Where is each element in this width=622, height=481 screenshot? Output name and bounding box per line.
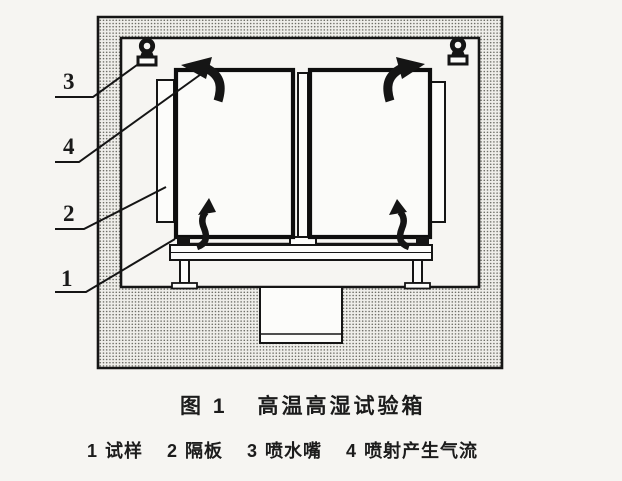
spray-nozzle-right [447, 36, 469, 66]
leader-3 [55, 64, 138, 98]
airflow-arrow-top-right [383, 57, 425, 103]
leader-2 [55, 186, 167, 230]
platform-foot-right [404, 282, 431, 290]
legend-label: 试样 [105, 441, 144, 461]
platform-leg-left [179, 259, 190, 284]
leader-4 [55, 71, 205, 163]
legend-num: 3 [247, 441, 259, 461]
spray-nozzle-left [136, 37, 158, 67]
callout-leaders [55, 64, 205, 293]
legend-num: 2 [167, 441, 179, 461]
specimen-box-right [307, 67, 433, 240]
figure-legend: 1 试样 2 隔板 3 喷水嘴 4 喷射产生气流 [87, 437, 478, 463]
specimen-box-left [173, 67, 296, 240]
legend-label: 隔板 [185, 441, 224, 461]
platform-foot-left [171, 282, 198, 290]
legend-item-2: 2 隔板 [167, 437, 223, 463]
legend-num: 4 [346, 441, 358, 461]
callout-2: 2 [63, 201, 75, 226]
legend-item-1: 1 试样 [87, 437, 143, 463]
callout-4: 4 [63, 134, 75, 159]
figure-caption: 图 1 高温高湿试验箱 [180, 390, 426, 420]
legend-item-4: 4 喷射产生气流 [346, 437, 478, 463]
leader-1 [55, 238, 176, 293]
legend-num: 1 [87, 441, 99, 461]
support-platform [169, 244, 433, 290]
floor-recess [259, 286, 343, 344]
platform-leg-right [412, 259, 423, 284]
callout-1: 1 [61, 266, 73, 291]
legend-label: 喷水嘴 [265, 441, 323, 461]
airflow-arrow-top-left [181, 57, 225, 103]
figure-title: 高温高湿试验箱 [257, 395, 426, 418]
airflow-arrow-bottom-left [195, 198, 216, 251]
baffle-left [156, 79, 175, 223]
figure-number: 图 1 [180, 395, 228, 418]
legend-item-3: 3 喷水嘴 [247, 437, 322, 463]
callout-3: 3 [63, 69, 75, 94]
airflow-arrow-bottom-right [389, 199, 411, 251]
legend-label: 喷射产生气流 [364, 441, 479, 461]
